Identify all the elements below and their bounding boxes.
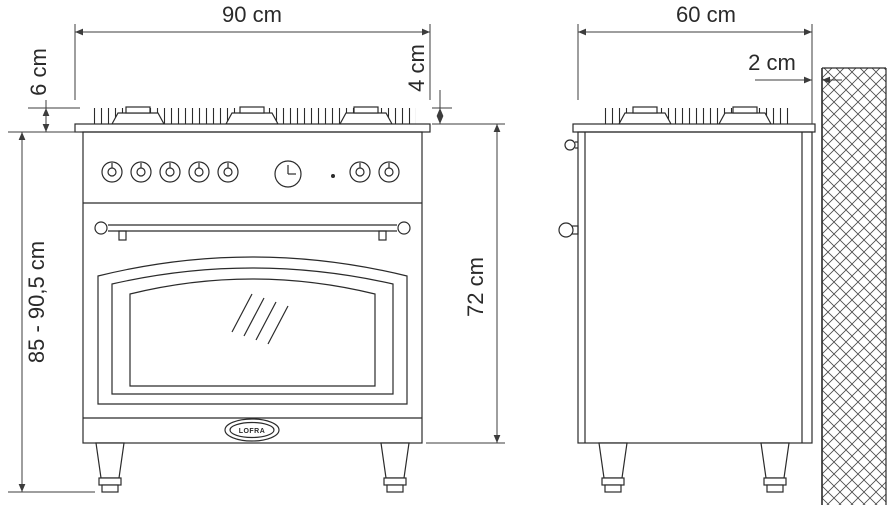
burner-height-label: 6 cm [26, 48, 51, 96]
indicator-light [331, 174, 335, 178]
leg-side-front [598, 442, 628, 493]
overall-height-label: 85 - 90,5 cm [24, 241, 49, 363]
dimension-depth-60cm: 60 cm [577, 2, 813, 124]
control-knobs-left [101, 161, 239, 183]
leg-front-right [380, 442, 410, 493]
dimension-overall-height: 85 - 90,5 cm [8, 132, 95, 493]
knob-icon [130, 161, 152, 183]
handle-finial-right [397, 221, 411, 235]
leg-side-rear [760, 442, 790, 493]
worktop-front [74, 123, 431, 133]
handle-profile [558, 222, 579, 238]
cooker-body-front [82, 131, 423, 444]
knob-icon [217, 161, 239, 183]
dimension-grate-4cm: 4 cm [404, 44, 452, 124]
leg-front-left [95, 442, 125, 493]
dimension-burner-6cm: 6 cm [8, 48, 80, 133]
knob-icon [188, 161, 210, 183]
grate-height-label: 4 cm [404, 44, 429, 92]
knob-profile [564, 139, 578, 151]
control-knobs-right [349, 161, 400, 183]
brand-badge: LOFRA [224, 418, 280, 442]
oven-door [83, 256, 422, 419]
dimension-wall-gap-2cm: 2 cm [748, 50, 842, 84]
dimension-body-72cm: 72 cm [426, 123, 505, 444]
brand-label: LOFRA [239, 428, 266, 435]
handle-bracket [118, 230, 127, 241]
oven-handle [94, 221, 411, 241]
glass-reflection [231, 293, 289, 345]
depth-label: 60 cm [676, 2, 736, 27]
knob-icon [378, 161, 400, 183]
front-view: LOFRA [74, 106, 431, 493]
handle-bracket [378, 230, 387, 241]
side-view [558, 106, 816, 493]
wall-section [821, 67, 887, 505]
door-inner-frame [111, 267, 394, 395]
worktop-side [572, 123, 816, 133]
door-window [129, 278, 376, 387]
body-height-label: 72 cm [463, 257, 488, 317]
knob-icon [101, 161, 123, 183]
door-outer-frame [97, 256, 408, 405]
dimension-width-90cm: 90 cm [74, 2, 431, 100]
clock-icon [274, 160, 302, 188]
handle-finial-left [94, 221, 108, 235]
wall-gap-label: 2 cm [748, 50, 796, 75]
wall-hatch [822, 68, 886, 505]
knob-icon [349, 161, 371, 183]
knob-icon [159, 161, 181, 183]
width-label: 90 cm [222, 2, 282, 27]
cooker-body-side [577, 131, 813, 444]
